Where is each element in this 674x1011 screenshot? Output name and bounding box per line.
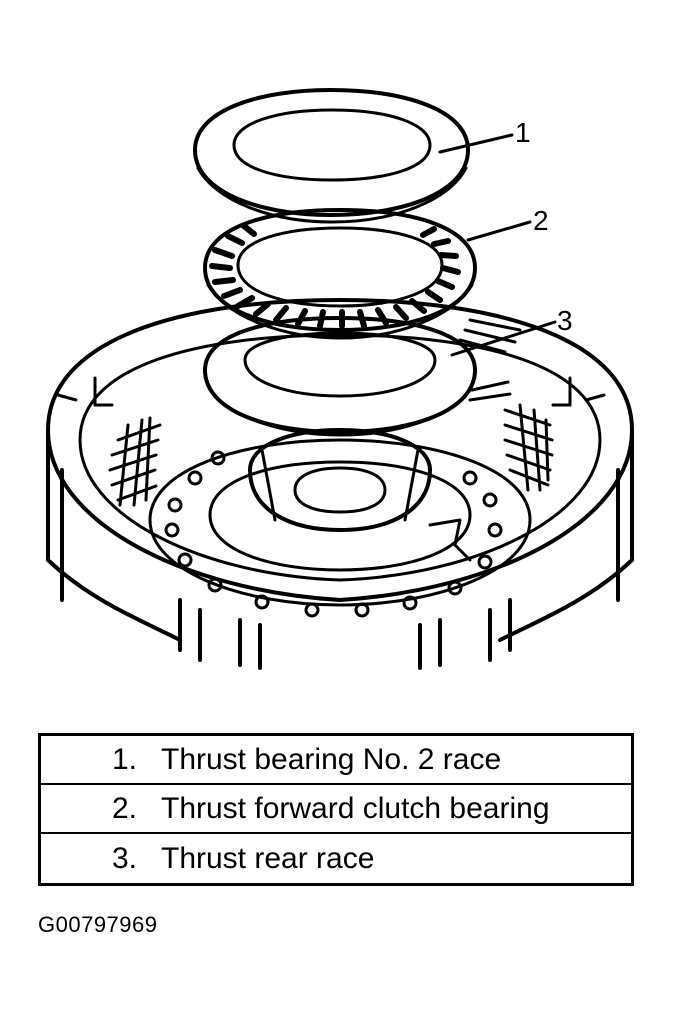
legend-description: Thrust bearing No. 2 race xyxy=(161,742,502,776)
leader-line-2 xyxy=(466,220,532,242)
legend-row: 1. Thrust bearing No. 2 race xyxy=(41,736,631,785)
legend-description: Thrust rear race xyxy=(161,841,375,875)
legend-number: 3. xyxy=(111,841,137,875)
legend-number: 2. xyxy=(111,791,137,825)
callout-leaders xyxy=(438,133,557,357)
legend-number: 1. xyxy=(111,742,137,776)
callout-1: 1 xyxy=(515,117,531,148)
legend-row: 3. Thrust rear race xyxy=(41,834,631,883)
parts-legend-table: 1. Thrust bearing No. 2 race 2. Thrust f… xyxy=(38,733,634,886)
clutch-drum-housing xyxy=(46,298,634,670)
thrust-forward-clutch-bearing xyxy=(203,208,477,340)
thrust-bearing-no2-race xyxy=(193,88,470,224)
bearing-assembly-illustration: 1 2 3 xyxy=(46,88,634,670)
exploded-view-diagram: 1 2 3 xyxy=(46,88,634,670)
callout-3: 3 xyxy=(557,305,573,336)
legend-row: 2. Thrust forward clutch bearing xyxy=(41,785,631,834)
legend-description: Thrust forward clutch bearing xyxy=(161,791,550,825)
figure-reference-code: G00797969 xyxy=(38,912,158,937)
leader-line-3 xyxy=(450,320,557,357)
leader-line-1 xyxy=(438,133,514,154)
drum-oil-holes xyxy=(164,450,503,618)
callout-2: 2 xyxy=(533,205,549,236)
